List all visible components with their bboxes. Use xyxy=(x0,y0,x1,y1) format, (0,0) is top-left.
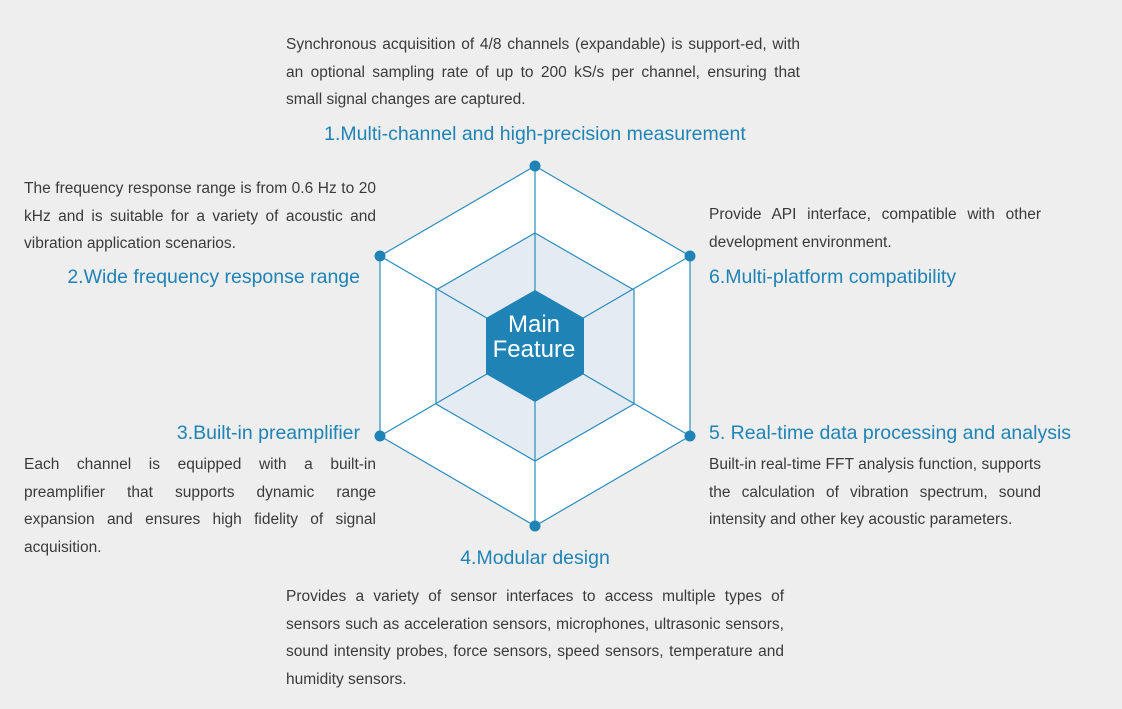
feature-5-title: 5. Real-time data processing and analysi… xyxy=(709,422,1072,444)
feature-2-description: The frequency response range is from 0.6… xyxy=(24,180,376,252)
feature-4-title: 4.Modular design xyxy=(460,547,610,569)
feature-6-title: 6.Multi-platform compatibility xyxy=(709,266,957,288)
vertex-dot-4 xyxy=(529,520,541,532)
vertex-dot-3 xyxy=(374,430,386,442)
feature-5-description: Built-in real-time FFT analysis function… xyxy=(709,456,1041,528)
vertex-dot-5 xyxy=(684,430,696,442)
feature-6-description: Provide API interface, compatible with o… xyxy=(709,206,1041,251)
feature-2-title: 2.Wide frequency response range xyxy=(67,266,360,288)
vertex-dot-1 xyxy=(529,160,541,172)
vertex-dot-6 xyxy=(684,250,696,262)
center-label-line-1: Main xyxy=(507,311,561,338)
feature-3-description: Each channel is equipped with a built-in… xyxy=(24,456,376,556)
vertex-dot-2 xyxy=(374,250,386,262)
center-hexagon xyxy=(486,290,584,402)
feature-1-title: 1.Multi-channel and high-precision measu… xyxy=(324,123,746,145)
feature-3-title: 3.Built-in preamplifier xyxy=(176,422,360,444)
feature-1-description: Synchronous acquisition of 4/8 channels … xyxy=(286,36,800,108)
center-label-line-2: Feature xyxy=(492,336,576,363)
feature-4-description: Provides a variety of sensor interfaces … xyxy=(286,588,784,688)
center-label: Main Feature xyxy=(484,312,584,362)
